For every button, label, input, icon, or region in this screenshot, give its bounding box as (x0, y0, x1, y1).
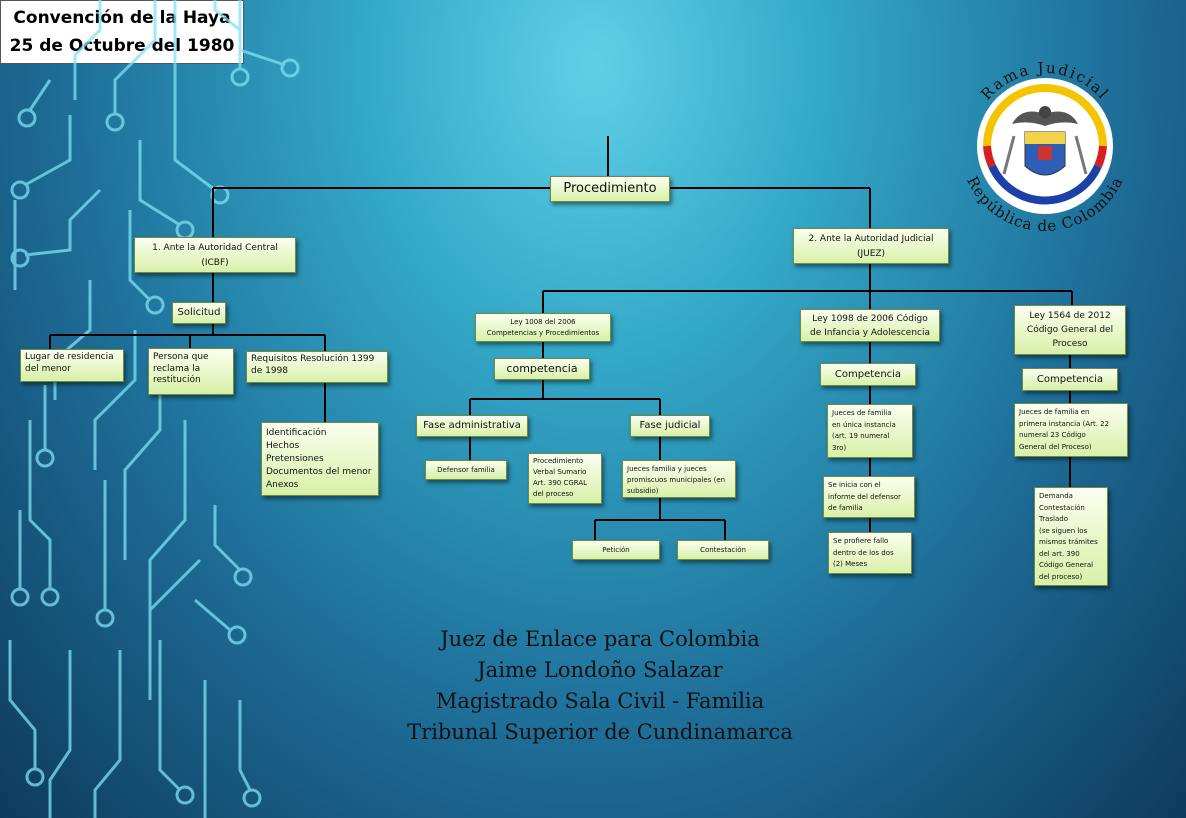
jueces-primera-node: Jueces de familia en primera instancia (… (1014, 403, 1128, 457)
footer-credits: Juez de Enlace para Colombia Jaime Londo… (407, 627, 793, 744)
ley-1098-node: Ley 1098 de 2006 Código de Infancia y Ad… (800, 309, 940, 342)
fase-judicial-node: Fase judicial (630, 415, 710, 437)
inicia-informe-node: Se inicia con el informe del defensor de… (823, 476, 915, 518)
residencia-node: Lugar de residencia del menor (20, 349, 124, 382)
procedimiento-node: Procedimiento (550, 176, 670, 202)
tramite-node: Demanda Contestación Traslado (se siguen… (1034, 487, 1108, 586)
defensor-node: Defensor familia (425, 460, 507, 480)
competencia-1008-node: competencia (494, 358, 590, 380)
title-line-2: 25 de Octubre del 1980 (9, 36, 235, 56)
requisitos-node: Requisitos Resolución 1399 de 1998 (246, 351, 388, 383)
requisitos-list-node: Identificación Hechos Pretensiones Docum… (261, 422, 379, 496)
persona-node: Persona que reclama la restitución (148, 348, 234, 395)
autoridad-central-node: 1. Ante la Autoridad Central (ICBF) (134, 237, 296, 273)
fase-administrativa-node: Fase administrativa (416, 415, 528, 437)
ley-1008-node: Ley 1008 del 2006 Competencias y Procedi… (475, 313, 611, 342)
jueces-unica-node: Jueces de familia en única instancia (ar… (827, 404, 913, 458)
autoridad-judicial-node: 2. Ante la Autoridad Judicial (JUEZ) (793, 228, 949, 264)
competencia-1098-node: Competencia (820, 363, 916, 386)
contestacion-node: Contestación (677, 540, 769, 560)
solicitud-node: Solicitud (172, 302, 226, 324)
procedimiento-verbal-node: Procedimiento Verbal Sumario Art. 390 CG… (528, 453, 602, 504)
fallo-node: Se profiere fallo dentro de los dos (2) … (828, 532, 912, 574)
coat-of-arms-icon: Rama Judicial República de Colombia (963, 59, 1125, 234)
jueces-familia-node: Jueces familia y jueces promiscuos munic… (622, 460, 736, 498)
peticion-node: Petición (572, 540, 660, 560)
ley-1564-node: Ley 1564 de 2012 Código General del Proc… (1014, 305, 1126, 355)
competencia-1564-node: Competencia (1022, 368, 1118, 391)
